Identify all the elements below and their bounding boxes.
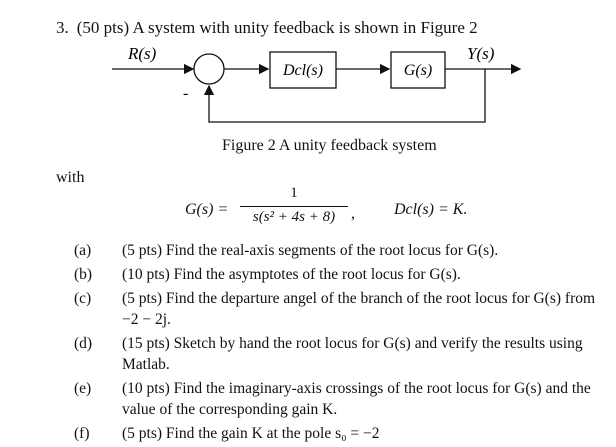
g-numerator: 1: [290, 185, 298, 201]
controller-block: [269, 51, 337, 89]
d-equation: Dcl(s) = K.: [394, 201, 468, 218]
item-text: (10 pts) Find the imaginary-axis crossin…: [122, 380, 591, 418]
item-text: (10 pts) Find the asymptotes of the root…: [122, 266, 461, 283]
item-label: (a): [74, 242, 92, 259]
list-item: (b) (10 pts) Find the asymptotes of the …: [74, 264, 604, 285]
list-item: (e) (10 pts) Find the imaginary-axis cro…: [74, 378, 604, 420]
summing-junction: [193, 53, 225, 85]
item-text: (5 pts) Find the gain K at the pole s₀ =…: [122, 425, 380, 442]
list-item: (d) (15 pts) Sketch by hand the root loc…: [74, 333, 604, 375]
item-text: (5 pts) Find the real-axis segments of t…: [122, 242, 499, 259]
equation-separator: ,: [351, 205, 355, 222]
controller-label: Dcl(s): [282, 62, 323, 79]
plant-block: [390, 51, 446, 89]
with-text: with: [56, 169, 85, 186]
item-label: (c): [74, 290, 92, 307]
subquestion-list: (a) (5 pts) Find the real-axis segments …: [74, 240, 604, 447]
item-label: (e): [74, 380, 92, 397]
g-equation-lhs: G(s) =: [185, 201, 228, 219]
item-label: (b): [74, 266, 93, 283]
list-item: (f) (5 pts) Find the gain K at the pole …: [74, 423, 604, 444]
figure-caption: Figure 2 A unity feedback system: [222, 137, 437, 154]
fraction-bar: [240, 206, 348, 207]
plant-label: G(s): [404, 62, 432, 79]
item-text: (15 pts) Sketch by hand the root locus f…: [122, 335, 583, 373]
question-header: 3. (50 pts) A system with unity feedback …: [56, 18, 478, 38]
question-title: (50 pts) A system with unity feedback is…: [76, 18, 478, 37]
item-label: (d): [74, 335, 93, 352]
input-label: R(s): [127, 44, 157, 63]
feedback-path: [203, 69, 486, 123]
g-lhs-text: G(s) =: [185, 201, 229, 218]
feedback-sign: -: [183, 85, 188, 102]
g-fraction: 1 s(s² + 4s + 8): [240, 185, 348, 226]
g-denominator: s(s² + 4s + 8): [252, 209, 336, 225]
list-item: (c) (5 pts) Find the departure angel of …: [74, 288, 604, 330]
output-label: Y(s): [467, 44, 495, 63]
item-label: (f): [74, 425, 90, 442]
list-item: (a) (5 pts) Find the real-axis segments …: [74, 240, 604, 261]
block-diagram: R(s) Dcl(s) G(s) Y(s) -: [112, 44, 522, 123]
item-text: (5 pts) Find the departure angel of the …: [122, 290, 596, 328]
question-number: 3.: [56, 18, 69, 37]
